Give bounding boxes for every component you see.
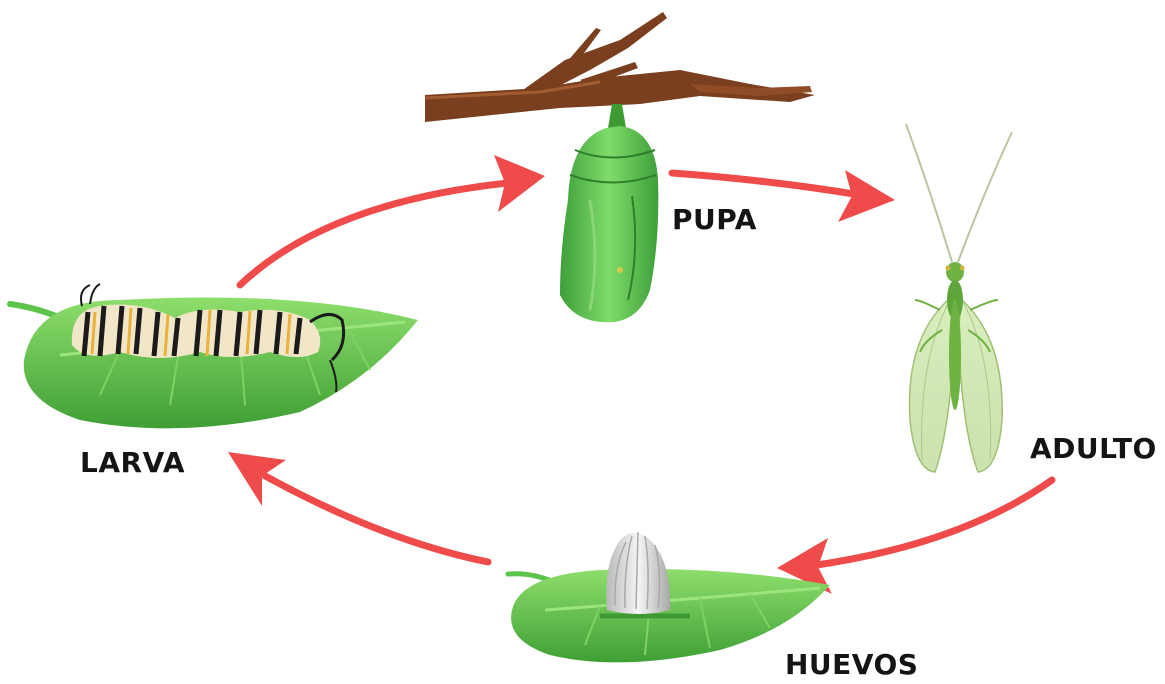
label-pupa: PUPA [672, 203, 757, 236]
arrow-adulto-to-huevos [810, 480, 1052, 566]
arrow-pupa-to-adulto [672, 173, 860, 195]
label-larva: LARVA [80, 446, 185, 479]
label-adulto: ADULTO [1030, 432, 1157, 465]
arrow-huevos-to-larva [258, 472, 488, 562]
arrow-larva-to-pupa [240, 182, 518, 285]
label-huevos: HUEVOS [785, 648, 918, 681]
egg-illustration [606, 532, 670, 614]
lacewing-illustration [906, 124, 1012, 472]
egg-leaf-illustration [508, 569, 830, 662]
chrysalis-illustration [560, 104, 658, 322]
